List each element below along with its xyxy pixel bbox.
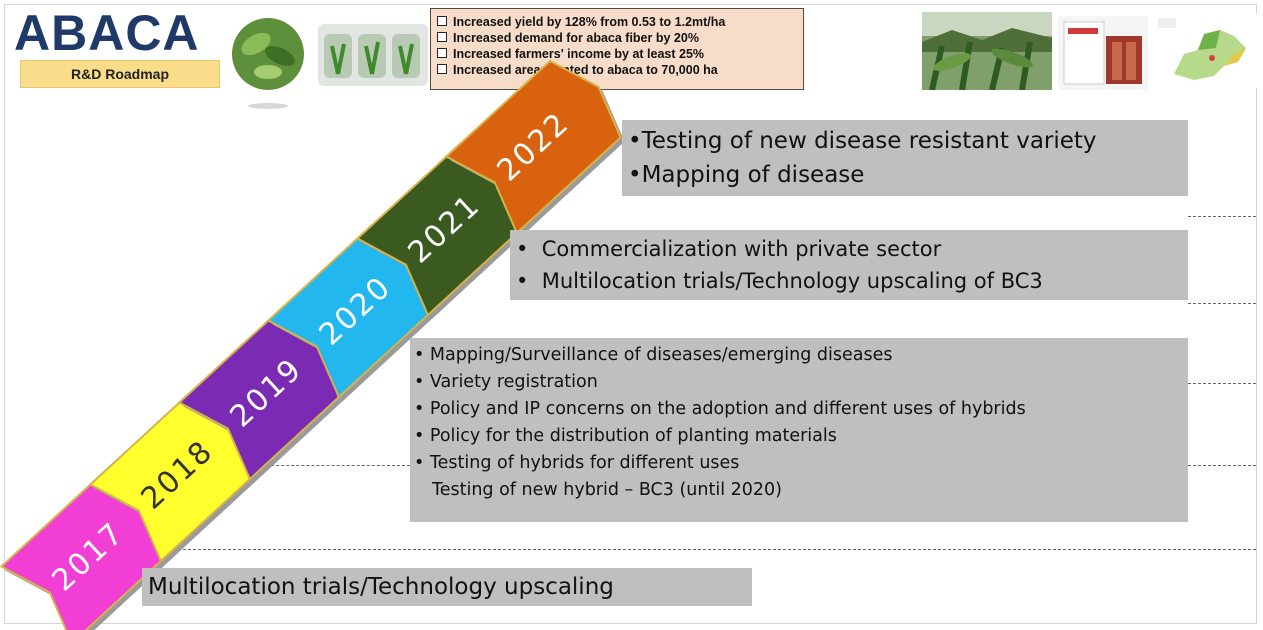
activity-item: •Mapping of disease [628,162,865,188]
activity-item: • Policy for the distribution of plantin… [414,426,837,446]
goal-item: Increased area planted to abaca to 70,00… [437,62,803,78]
checkbox-icon [437,64,447,74]
goal-text: Increased yield by 128% from 0.53 to 1.2… [453,15,726,29]
checkbox-icon [437,48,447,58]
activity-item-continued: Testing of new hybrid – BC3 (until 2020) [432,480,782,500]
activity-box-2018-2020: • Mapping/Surveillance of diseases/emerg… [410,338,1188,522]
goal-item: Increased farmers' income by at least 25… [437,46,803,62]
checkbox-icon [437,32,447,42]
checkbox-icon [437,16,447,26]
year-chevron-2022 [444,59,622,235]
activity-box-2017: Multilocation trials/Technology upscalin… [142,568,752,606]
activity-item: • Testing of hybrids for different uses [414,453,740,473]
activity-item: • Multilocation trials/Technology upscal… [516,269,1043,293]
slide-frame [4,4,1257,624]
roadmap-subtitle: R&D Roadmap [20,60,220,88]
separator-line [1188,465,1256,466]
activity-box-2021: • Commercialization with private sector … [510,230,1188,300]
goal-text: Increased demand for abaca fiber by 20% [453,31,699,45]
map-photo [1154,14,1258,88]
activity-item: Multilocation trials/Technology upscalin… [148,574,614,600]
field-photo [922,12,1052,90]
activity-item: • Mapping/Surveillance of diseases/emerg… [414,345,893,365]
goal-text: Increased farmers' income by at least 25… [453,47,705,61]
goal-text: Increased area planted to abaca to 70,00… [453,63,718,77]
goal-item: Increased yield by 128% from 0.53 to 1.2… [437,14,803,30]
activity-item: • Variety registration [414,372,598,392]
separator-line [148,549,1256,550]
separator-line [1188,216,1256,217]
activity-item: • Commercialization with private sector [516,237,942,261]
tissue-culture-photo [318,24,428,86]
goal-item: Increased demand for abaca fiber by 20% [437,30,803,46]
separator-line [236,465,410,466]
activity-item: •Testing of new disease resistant variet… [628,128,1097,154]
separator-line [1188,383,1256,384]
abaca-plant-photo [232,18,304,109]
fiber-product-photo [1058,16,1148,90]
goals-box: Increased yield by 128% from 0.53 to 1.2… [430,8,804,90]
separator-line [1188,303,1256,304]
activity-box-2022: •Testing of new disease resistant variet… [622,120,1188,196]
page-title: ABACA [14,5,200,61]
activity-item: • Policy and IP concerns on the adoption… [414,399,1026,419]
